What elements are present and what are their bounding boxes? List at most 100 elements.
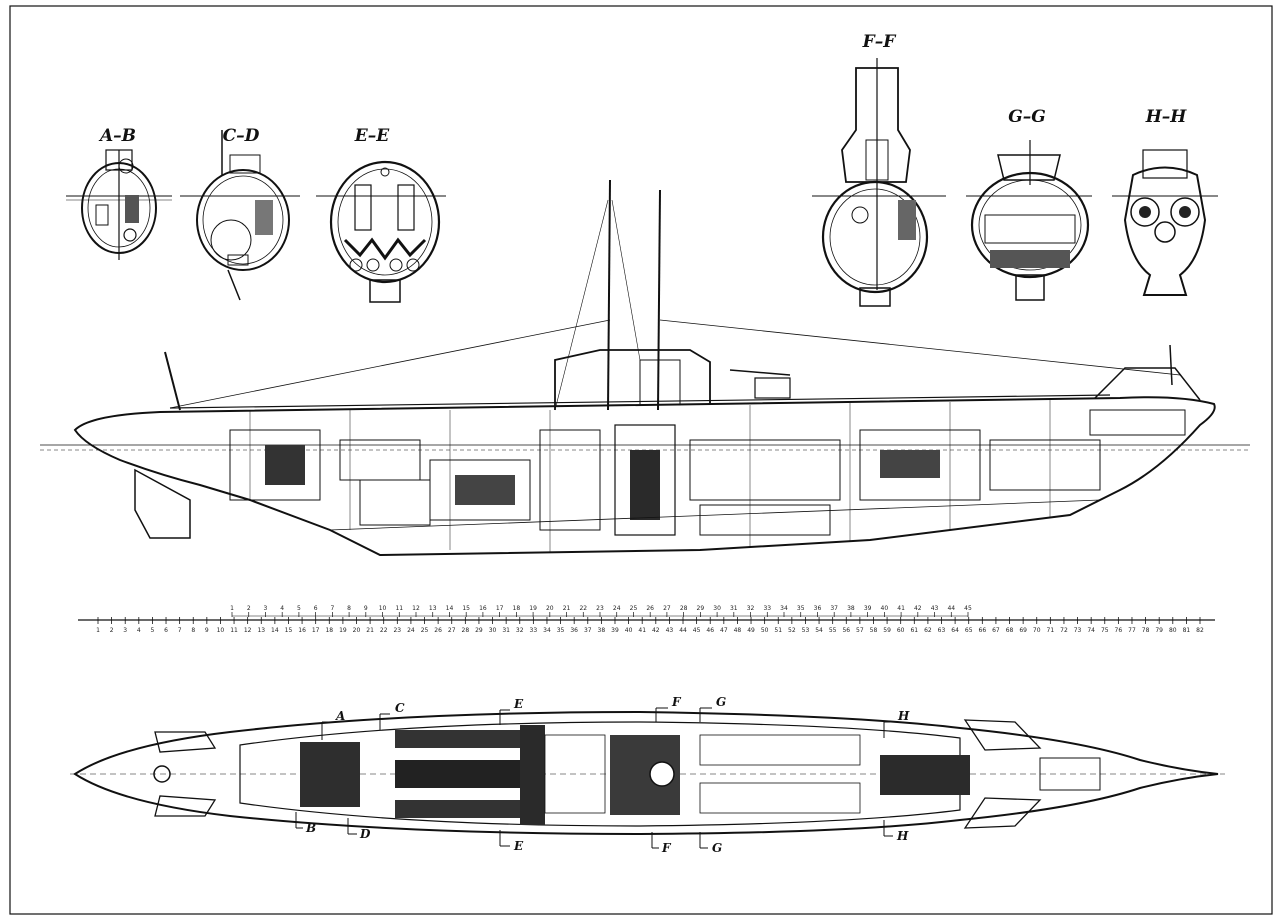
cut-marker-f-top: F: [671, 695, 682, 709]
scale-tick-label-upper: 22: [579, 605, 587, 612]
cut-marker-c: C: [395, 701, 405, 715]
scale-tick-label-upper: 36: [814, 605, 822, 612]
scale-tick-label-upper: 34: [780, 605, 788, 612]
scale-tick-label: 35: [557, 627, 565, 634]
cut-marker-h-top: H: [897, 709, 910, 723]
scale-tick-label: 78: [1142, 627, 1150, 634]
scale-tick-label-upper: 10: [379, 605, 387, 612]
scale-tick-label: 12: [244, 627, 252, 634]
scale-tick-label: 61: [910, 627, 918, 634]
scale-tick-label-upper: 26: [646, 605, 654, 612]
section-title-ff: F–F: [862, 32, 898, 52]
scale-tick-label: 29: [475, 627, 483, 634]
scale-tick-label: 65: [965, 627, 973, 634]
scale-tick-label: 13: [257, 627, 265, 634]
scale-tick-label: 8: [191, 627, 195, 634]
scale-tick-label: 54: [815, 627, 823, 634]
scale-tick-label: 1: [96, 627, 100, 634]
scale-tick-label: 25: [421, 627, 429, 634]
scale-tick-label-upper: 7: [330, 605, 334, 612]
scale-tick-label-upper: 17: [496, 605, 504, 612]
scale-tick-label: 2: [110, 627, 114, 634]
section-title-cd: C–D: [223, 126, 260, 146]
scale-tick-label: 66: [979, 627, 987, 634]
scale-tick-label: 27: [448, 627, 456, 634]
section-ee: E–E: [316, 126, 446, 303]
scale-tick-label-upper: 4: [280, 605, 284, 612]
scale-tick-label: 28: [462, 627, 470, 634]
section-gg: G–G: [966, 107, 1092, 301]
scale-tick-label: 49: [747, 627, 755, 634]
scale-tick-label: 14: [271, 627, 279, 634]
scale-tick-label: 64: [951, 627, 959, 634]
scale-tick-label-upper: 42: [914, 605, 922, 612]
scale-tick-label: 44: [679, 627, 687, 634]
scale-tick-label: 73: [1074, 627, 1082, 634]
scale-tick-label: 69: [1019, 627, 1027, 634]
scale-tick-label: 50: [761, 627, 769, 634]
scale-tick-label: 74: [1087, 627, 1095, 634]
scale-tick-label: 43: [666, 627, 674, 634]
side-profile: [40, 179, 1250, 557]
cut-marker-d: D: [359, 827, 371, 841]
scale-tick-label-upper: 8: [347, 605, 351, 612]
cut-marker-a: A: [335, 709, 345, 723]
scale-tick-label: 7: [178, 627, 182, 634]
scale-tick-label-upper: 19: [529, 605, 537, 612]
scale-tick-label-upper: 20: [546, 605, 554, 612]
scale-tick-label: 71: [1047, 627, 1055, 634]
cut-marker-e-bottom: E: [513, 839, 524, 853]
scale-tick-label-upper: 24: [613, 605, 621, 612]
scale-tick-label: 24: [407, 627, 415, 634]
scale-tick-label-upper: 1: [230, 605, 234, 612]
scale-tick-label: 47: [720, 627, 728, 634]
cut-marker-f-bottom: F: [661, 841, 672, 855]
scale-tick-label: 63: [938, 627, 946, 634]
scale-tick-label: 82: [1196, 627, 1204, 634]
scale-tick-label: 16: [298, 627, 306, 634]
scale-tick-label: 51: [774, 627, 782, 634]
section-title-ab: A–B: [98, 126, 136, 146]
scale-tick-label: 17: [312, 627, 320, 634]
scale-tick-label-upper: 27: [663, 605, 671, 612]
scale-tick-label: 34: [543, 627, 551, 634]
scale-tick-label: 19: [339, 627, 347, 634]
scale-tick-label: 62: [924, 627, 932, 634]
scale-tick-label: 58: [870, 627, 878, 634]
scale-tick-label: 31: [502, 627, 510, 634]
section-title-hh: H–H: [1145, 107, 1188, 127]
scale-tick-label-upper: 32: [747, 605, 755, 612]
scale-tick-label: 67: [992, 627, 1000, 634]
section-title-gg: G–G: [1008, 107, 1046, 127]
scale-tick-label-upper: 41: [897, 605, 905, 612]
scale-tick-label: 60: [897, 627, 905, 634]
section-ab: A–B: [66, 126, 172, 260]
scale-tick-label-upper: 16: [479, 605, 487, 612]
scale-tick-label: 38: [598, 627, 606, 634]
scale-tick-label: 46: [706, 627, 714, 634]
scale-tick-label-upper: 6: [314, 605, 318, 612]
scale-tick-label: 72: [1060, 627, 1068, 634]
section-hh: H–H: [1112, 107, 1218, 296]
scale-tick-label-upper: 23: [596, 605, 604, 612]
scale-tick-label-upper: 14: [446, 605, 454, 612]
cut-marker-e-top: E: [513, 697, 524, 711]
scale-tick-label: 18: [325, 627, 333, 634]
section-title-ee: E–E: [354, 126, 390, 146]
cut-marker-b: B: [305, 821, 316, 835]
scale-tick-label-upper: 28: [680, 605, 688, 612]
scale-tick-label: 20: [353, 627, 361, 634]
scale-tick-label-upper: 33: [763, 605, 771, 612]
scale-tick-label-upper: 40: [881, 605, 889, 612]
scale-tick-label-upper: 5: [297, 605, 301, 612]
scale-tick-label: 41: [638, 627, 646, 634]
scale-tick-label-upper: 45: [964, 605, 972, 612]
scale-tick-label: 70: [1033, 627, 1041, 634]
scale-tick-label: 75: [1101, 627, 1109, 634]
cut-marker-g-bottom: G: [712, 841, 722, 855]
scale-tick-label: 52: [788, 627, 796, 634]
scale-tick-label: 26: [434, 627, 442, 634]
scale-tick-label-upper: 15: [462, 605, 470, 612]
